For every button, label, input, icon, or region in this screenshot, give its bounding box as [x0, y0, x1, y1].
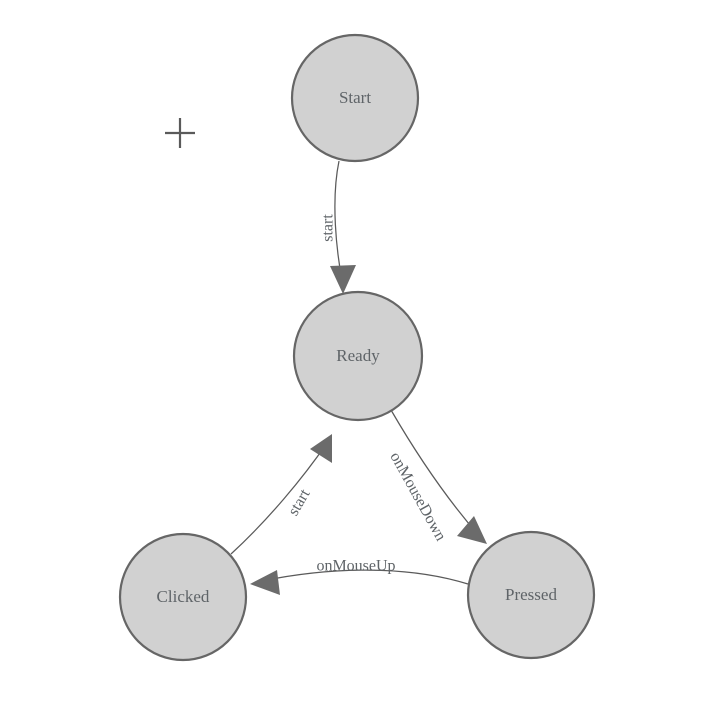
edge-label-start: start	[320, 214, 337, 242]
node-label: Start	[339, 88, 371, 107]
node-circle	[292, 290, 424, 422]
edge-label-start-2: start	[285, 486, 314, 519]
node-circle	[290, 33, 420, 163]
edge-label-onmouseup: onMouseUp	[316, 558, 395, 575]
edge-label-onmousedown: onMouseDown	[386, 449, 449, 544]
edge-arrowhead	[457, 516, 487, 544]
edge-line	[230, 442, 328, 555]
edge-pressed-to-clicked[interactable]: onMouseUp	[250, 558, 469, 595]
node-circle	[466, 530, 596, 660]
node-start[interactable]: Start	[290, 33, 420, 163]
node-label: Clicked	[157, 587, 210, 606]
node-pressed[interactable]: Pressed	[466, 530, 596, 660]
plus-marker	[165, 118, 195, 148]
node-label: Ready	[336, 346, 380, 365]
node-ready[interactable]: Ready	[292, 290, 424, 422]
edge-ready-to-pressed[interactable]: onMouseDown	[386, 409, 487, 544]
node-circle	[118, 532, 248, 662]
edge-line	[261, 569, 469, 585]
edge-arrowhead	[310, 434, 332, 463]
edge-arrowhead	[250, 570, 280, 595]
node-label: Pressed	[505, 585, 557, 604]
edge-clicked-to-ready[interactable]: start	[230, 434, 332, 555]
node-clicked[interactable]: Clicked	[118, 532, 248, 662]
edge-start-to-ready[interactable]: start	[320, 160, 356, 294]
edge-arrowhead	[330, 265, 356, 294]
